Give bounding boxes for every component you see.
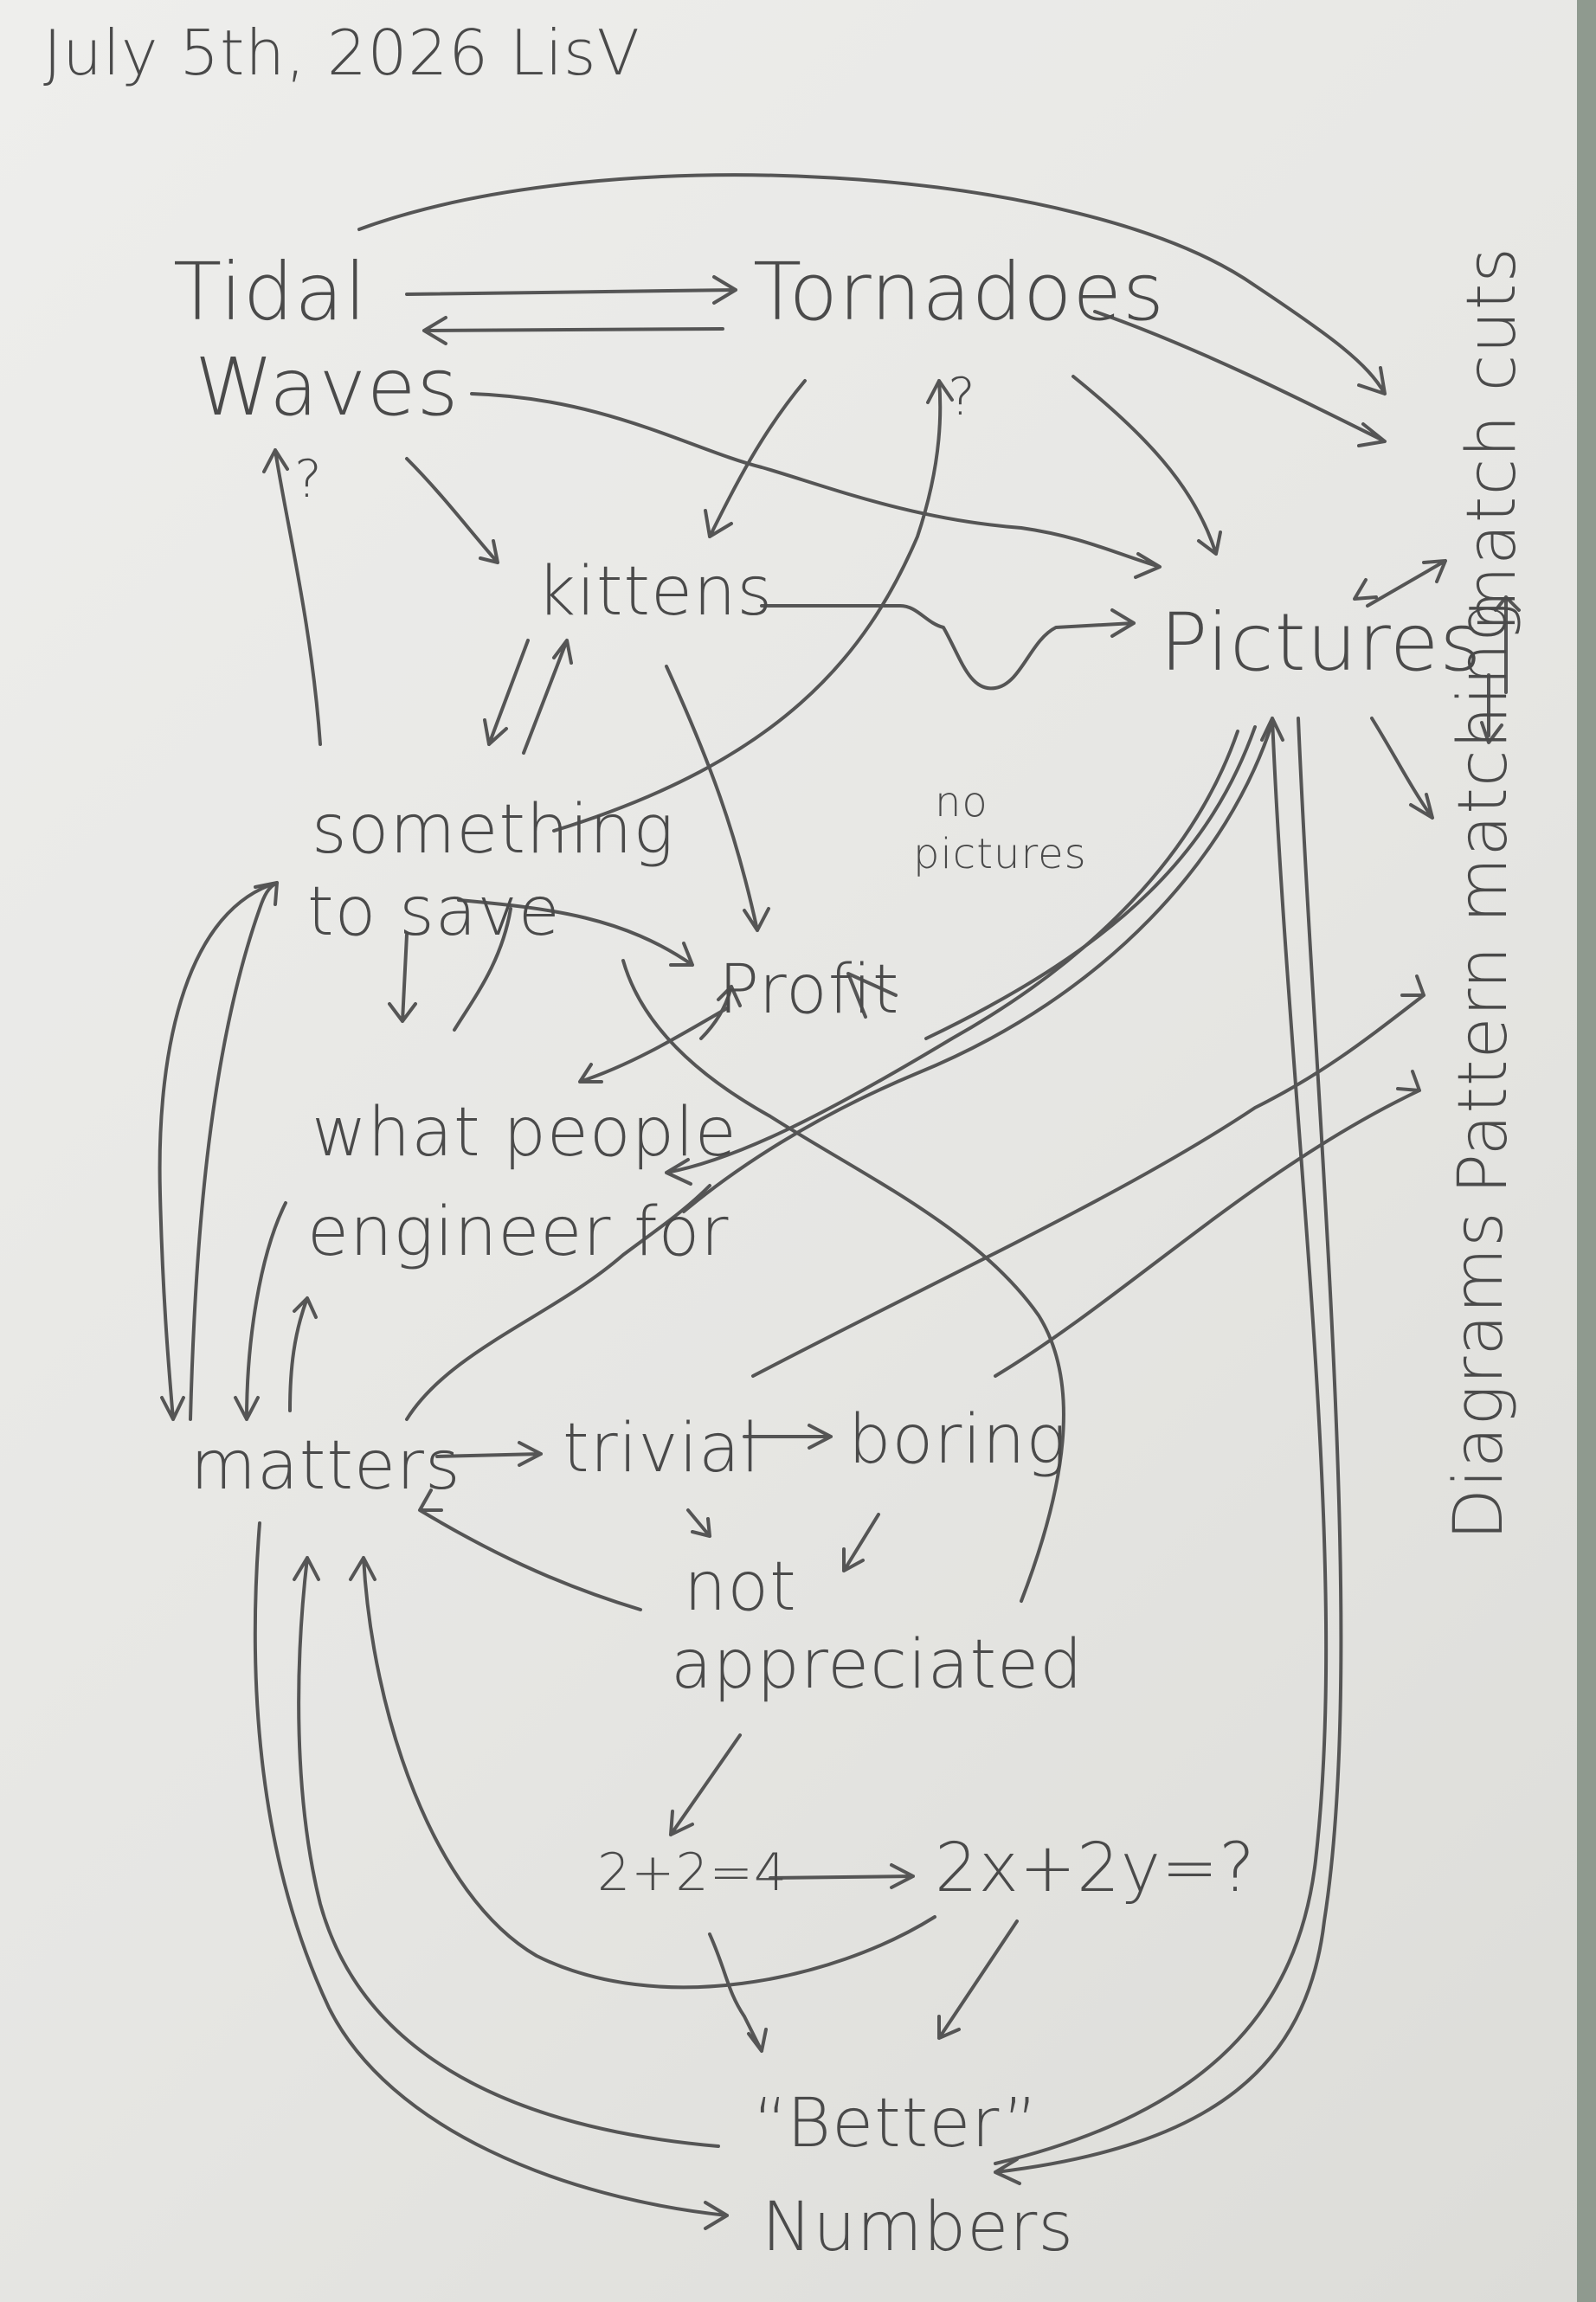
arrow-tidal-to-tornadoes xyxy=(405,275,737,305)
arrow-pictures-to-profit xyxy=(846,725,1257,1040)
arrow-notappreciated-to-eq xyxy=(669,1733,742,1836)
node-equation-unknown: 2x+2y=? xyxy=(935,1829,1256,1907)
tornadoes-question-mark: ? xyxy=(948,367,976,428)
arrow-pictures-to-better xyxy=(994,717,1343,2185)
arrow-matters-to-trivial xyxy=(435,1441,543,1467)
node-something-to-save-line1: something xyxy=(312,791,675,869)
arrow-tornadoes-to-tidal xyxy=(422,316,724,345)
arrow-something-to-kittens xyxy=(522,639,573,755)
arrow-something-to-profit xyxy=(457,898,694,967)
arrow-pictures-matchcuts xyxy=(1353,559,1447,608)
arrow-waves-to-kittens xyxy=(405,457,499,564)
node-pattern-matching: Pattern matching xyxy=(1445,600,1522,1194)
arrow-tornadoes-to-matchcuts xyxy=(1093,310,1387,447)
arrow-trivial-to-notappreciated xyxy=(686,1508,711,1538)
arrow-matters-to-whatpeople xyxy=(288,1296,318,1412)
arrow-kittens-to-profit xyxy=(665,665,770,932)
arrow-pictures-to-whatpeople xyxy=(665,730,1239,1186)
tidal-question-mark: ? xyxy=(294,449,323,510)
node-not-appreciated-line2: appreciated xyxy=(671,1626,1084,1704)
arrow-kittens-to-pictures xyxy=(760,604,1136,691)
arrow-pattern-to-matchcuts xyxy=(1494,595,1521,694)
node-equation-simple: 2+2=4 xyxy=(597,1842,788,1903)
node-tidal-waves-line1: Tidal xyxy=(173,246,368,338)
node-what-people-line2: engineer for xyxy=(307,1193,730,1271)
arrow-whatpeople-to-matters xyxy=(234,1201,287,1421)
arrow-matchcuts-to-pattern xyxy=(1480,673,1503,744)
arrow-something-to-tidal xyxy=(262,448,322,746)
node-not-appreciated-line1: not xyxy=(684,1548,797,1626)
arrow-profit-to-whatpeople xyxy=(578,1006,729,1083)
node-kittens: kittens xyxy=(537,553,774,631)
node-matters: matters xyxy=(190,1427,461,1505)
arrow-matters-to-something xyxy=(189,881,279,1421)
arrow-something-to-tornadoes xyxy=(552,379,954,833)
arrow-tidal-loop-to-matchcuts xyxy=(357,173,1387,395)
arrow-matters-to-numbers xyxy=(253,1521,729,2230)
arrow-pictures-to-whatpeople-2 xyxy=(682,721,1274,1213)
node-match-cuts: match cuts xyxy=(1453,246,1531,632)
arrow-boring-to-notappreciated xyxy=(842,1513,880,1572)
arrow-something-to-whatpeople-curve xyxy=(453,907,512,1032)
node-boring: boring xyxy=(848,1401,1068,1479)
date-line: July 5th, 2026 LisV xyxy=(43,16,640,89)
arrow-something-to-matters xyxy=(158,881,279,1421)
node-tidal-waves-line2: Waves xyxy=(195,341,460,434)
arrow-notappreciated-to-matters xyxy=(418,1489,642,1611)
node-better-numbers-line2: Numbers xyxy=(762,2189,1074,2267)
arrow-better-to-pictures xyxy=(994,717,1329,2165)
node-trivial: trivial xyxy=(563,1410,761,1488)
node-diagrams: Diagrams xyxy=(1440,1211,1518,1540)
node-something-to-save-line2: to save xyxy=(307,873,561,951)
arrow-eqx-to-better xyxy=(937,1919,1019,2040)
node-better-numbers-line1: “Better” xyxy=(753,2085,1039,2163)
arrow-pictures-to-pattern xyxy=(1370,717,1434,820)
arrow-kittens-to-something xyxy=(483,639,530,746)
arrow-better-to-matters xyxy=(293,1556,720,2148)
arrow-waves-to-pictures xyxy=(470,392,1162,579)
arrow-tornadoes-to-kittens xyxy=(704,379,807,538)
background-edge xyxy=(1577,0,1596,2302)
node-pictures: Pictures xyxy=(1160,596,1483,689)
arrow-eq-to-eqx xyxy=(769,1863,915,1889)
arrow-tornadoes-to-pictures xyxy=(1072,375,1222,556)
node-profit: Profit xyxy=(718,951,900,1029)
node-what-people-line1: what people xyxy=(312,1094,737,1172)
arrow-trivial-to-boring xyxy=(743,1424,833,1450)
arrow-matters-up-curve xyxy=(405,1184,711,1421)
arrow-something-down xyxy=(388,933,417,1023)
arrow-eqx-to-matters xyxy=(349,1556,936,1990)
arrow-whatpeople-to-profit xyxy=(699,985,742,1040)
node-tornadoes: Tornadoes xyxy=(753,246,1165,338)
node-no-pictures-line1: no xyxy=(935,778,988,826)
node-no-pictures-line2: pictures xyxy=(913,830,1087,878)
arrow-profit-to-appreciated xyxy=(621,959,1065,1603)
arrow-boring-to-pattern xyxy=(994,1070,1421,1378)
arrow-eq-to-better xyxy=(708,1932,768,2053)
arrow-trivial-to-pattern xyxy=(751,974,1425,1378)
